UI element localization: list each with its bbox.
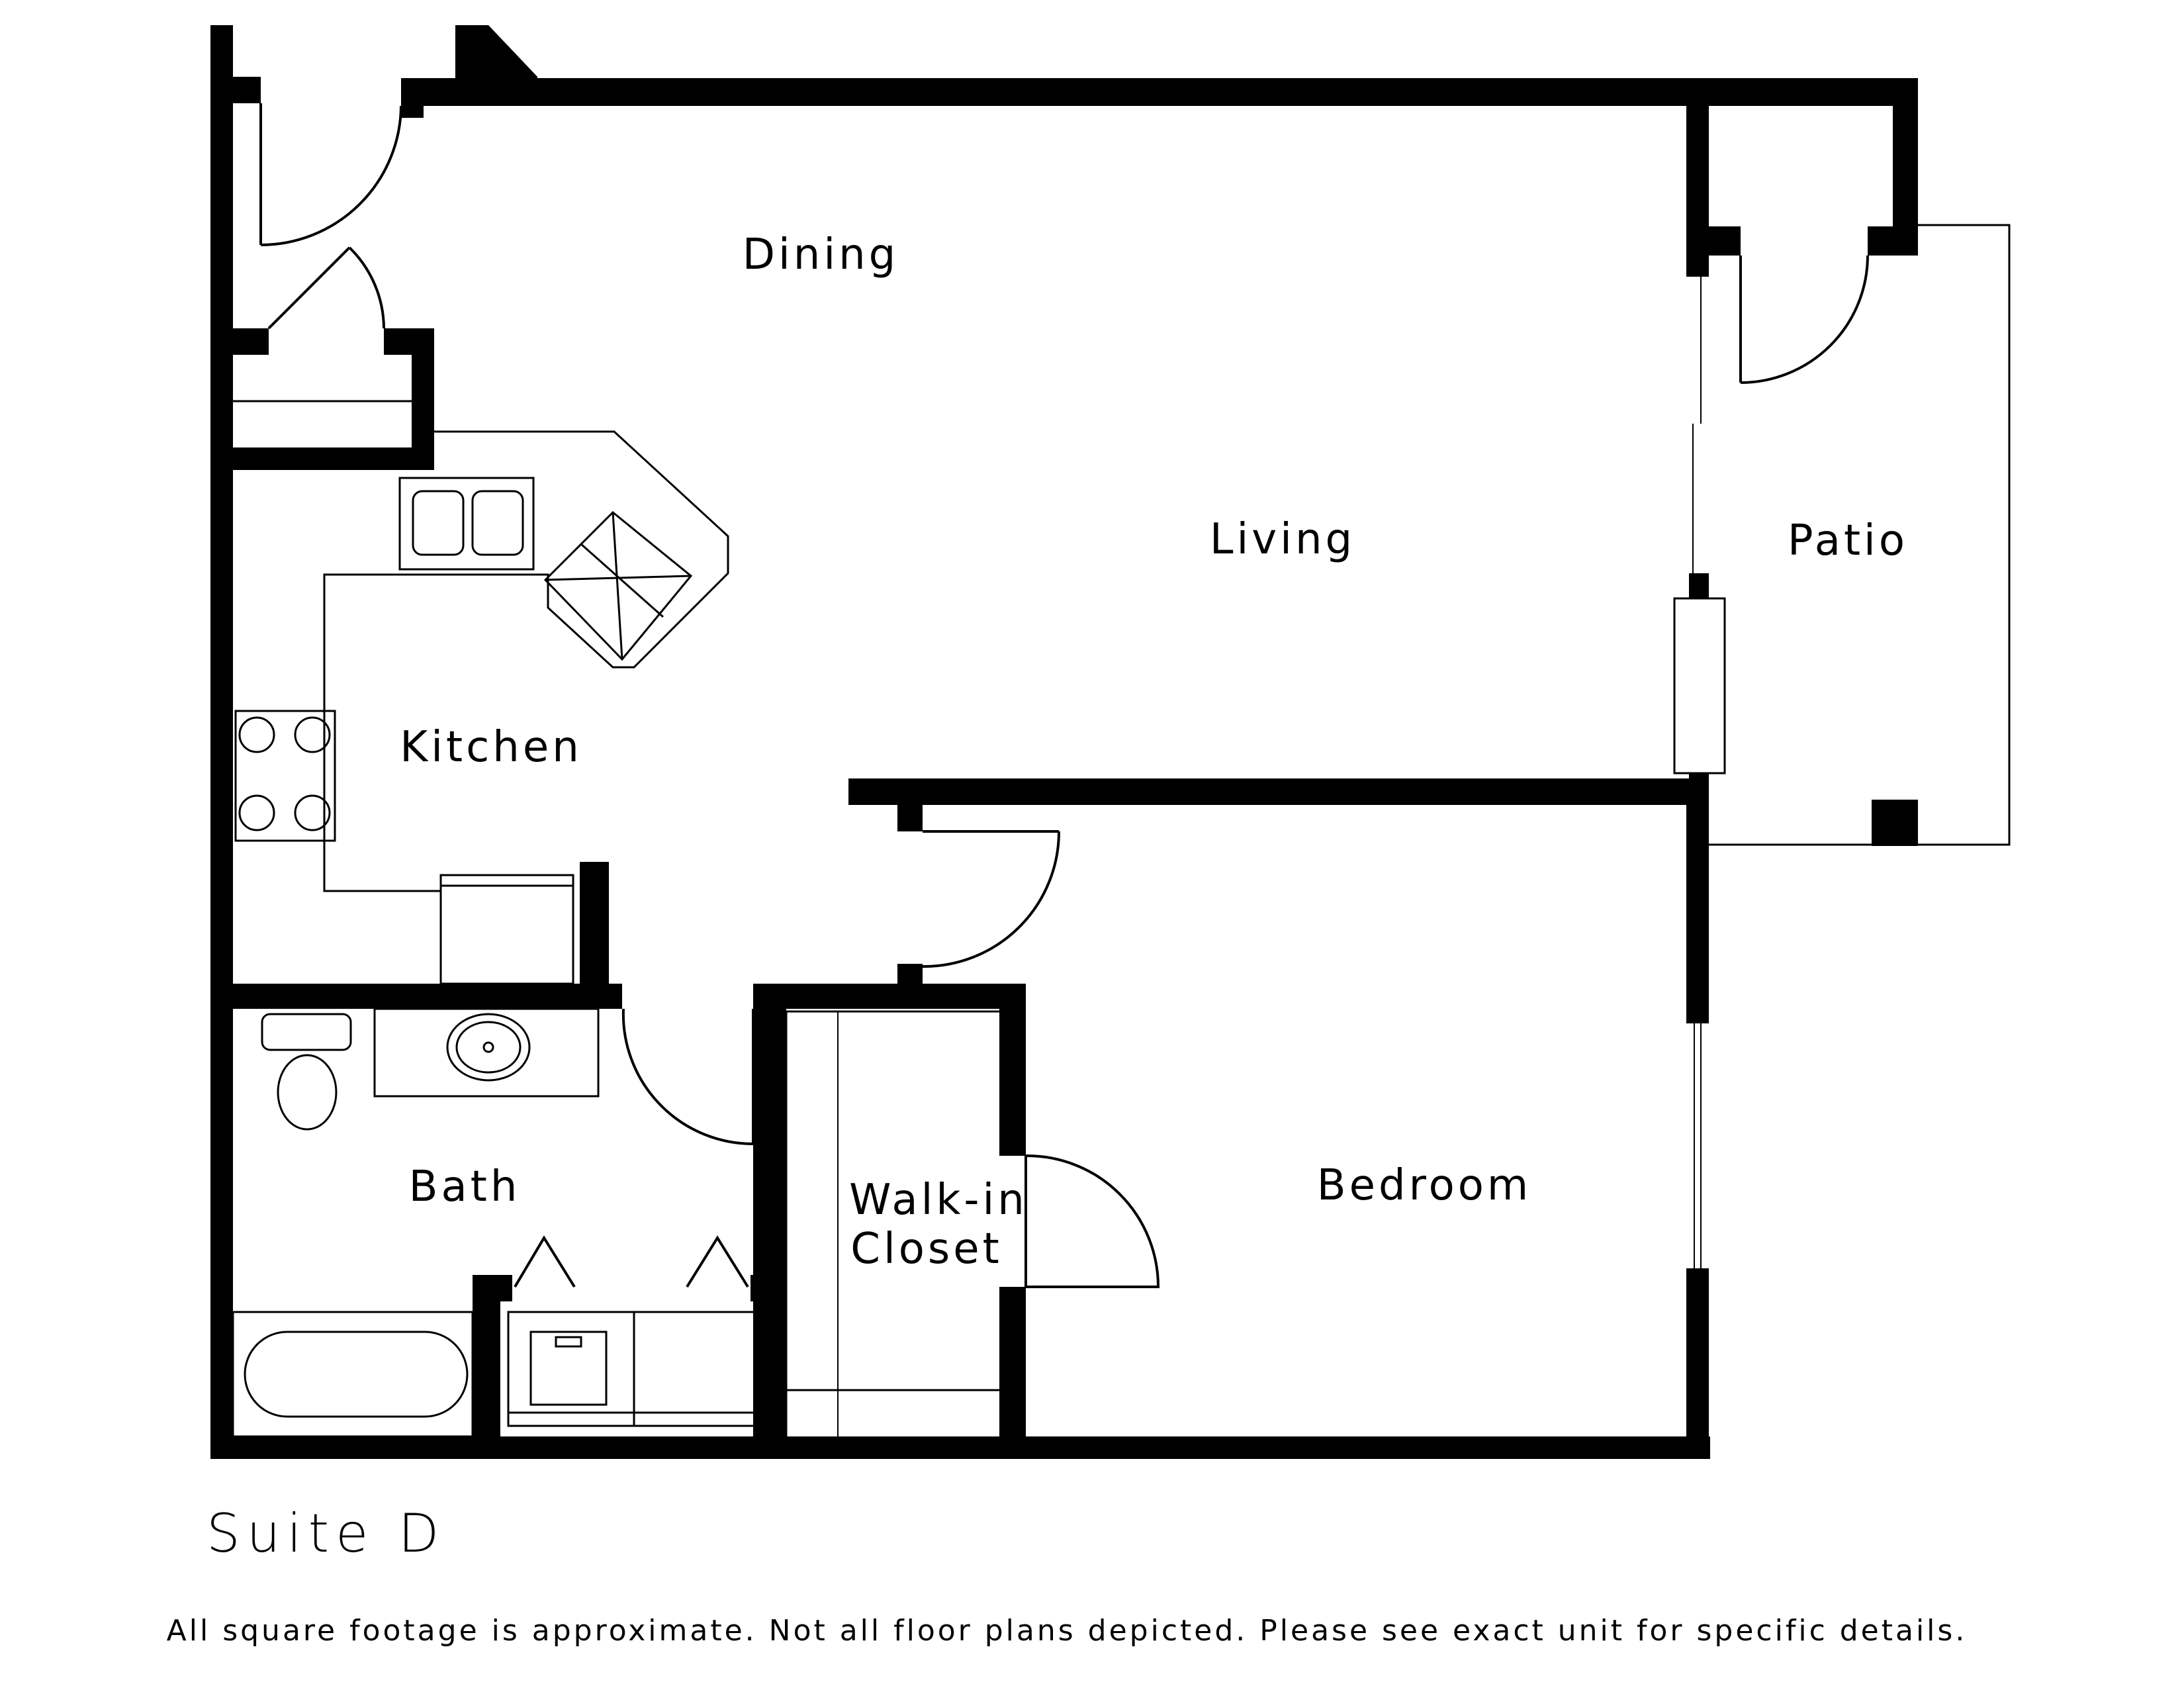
refrigerator [439, 874, 574, 985]
windows [1673, 224, 2011, 1268]
kitchen-sink [398, 477, 535, 571]
kitchen-counter [323, 430, 729, 892]
label-living: Living [1210, 515, 1355, 564]
room-labels: Dining Living Patio Kitchen Bath Walk-in… [400, 230, 1908, 1274]
disclaimer-text: All square footage is approximate. Not a… [167, 1614, 1968, 1648]
suite-title: Suite D [206, 1503, 445, 1564]
label-closet-line1: Walk-in [849, 1176, 1028, 1225]
closet-shelving [785, 1010, 999, 1436]
label-patio: Patio [1788, 516, 1908, 565]
label-bedroom: Bedroom [1317, 1161, 1531, 1210]
washer-dryer [507, 1311, 758, 1427]
doors [259, 103, 1869, 1288]
label-dining: Dining [743, 230, 899, 279]
vanity [373, 1008, 600, 1098]
label-kitchen: Kitchen [400, 723, 582, 772]
toilet [261, 1013, 352, 1131]
corner-cabinet [543, 510, 693, 661]
stove [234, 710, 336, 842]
label-closet-line2: Closet [850, 1225, 1002, 1274]
walls [210, 25, 1918, 1459]
bathtub [232, 1311, 474, 1438]
label-bath: Bath [409, 1162, 521, 1211]
